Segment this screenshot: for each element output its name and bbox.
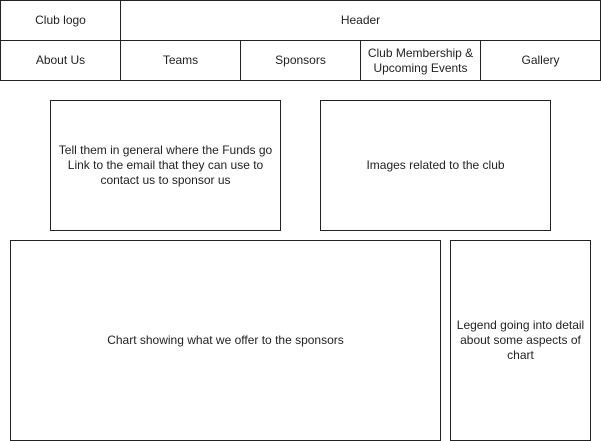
chart-legend-text: Legend going into detail about some aspe… <box>456 318 585 362</box>
club-images-text: Images related to the club <box>366 158 505 172</box>
nav-item-label: Teams <box>162 53 199 67</box>
club-images-placeholder: Images related to the club <box>320 100 551 231</box>
club-logo-label: Club logo <box>35 13 86 27</box>
chart-legend-placeholder: Legend going into detail about some aspe… <box>450 240 591 441</box>
nav-item-sponsors[interactable]: Sponsors <box>240 40 361 81</box>
nav-item-label: Sponsors <box>275 53 326 67</box>
nav-item-label: Gallery <box>521 53 560 67</box>
sponsor-chart-placeholder: Chart showing what we offer to the spons… <box>10 240 441 441</box>
nav-item-gallery[interactable]: Gallery <box>480 40 601 81</box>
nav-item-label: About Us <box>35 53 86 67</box>
nav-item-about-us[interactable]: About Us <box>0 40 121 81</box>
funds-info-placeholder: Tell them in general where the Funds go … <box>50 100 281 231</box>
funds-info-text: Tell them in general where the Funds go … <box>58 143 273 187</box>
sponsor-chart-text: Chart showing what we offer to the spons… <box>107 333 344 347</box>
nav-item-club-membership[interactable]: Club Membership & Upcoming Events <box>360 40 481 81</box>
nav-item-label: Club Membership & Upcoming Events <box>367 45 474 75</box>
club-logo-placeholder[interactable]: Club logo <box>0 0 121 41</box>
header-placeholder: Header <box>120 0 601 41</box>
header-label: Header <box>340 13 381 27</box>
nav-item-teams[interactable]: Teams <box>120 40 241 81</box>
